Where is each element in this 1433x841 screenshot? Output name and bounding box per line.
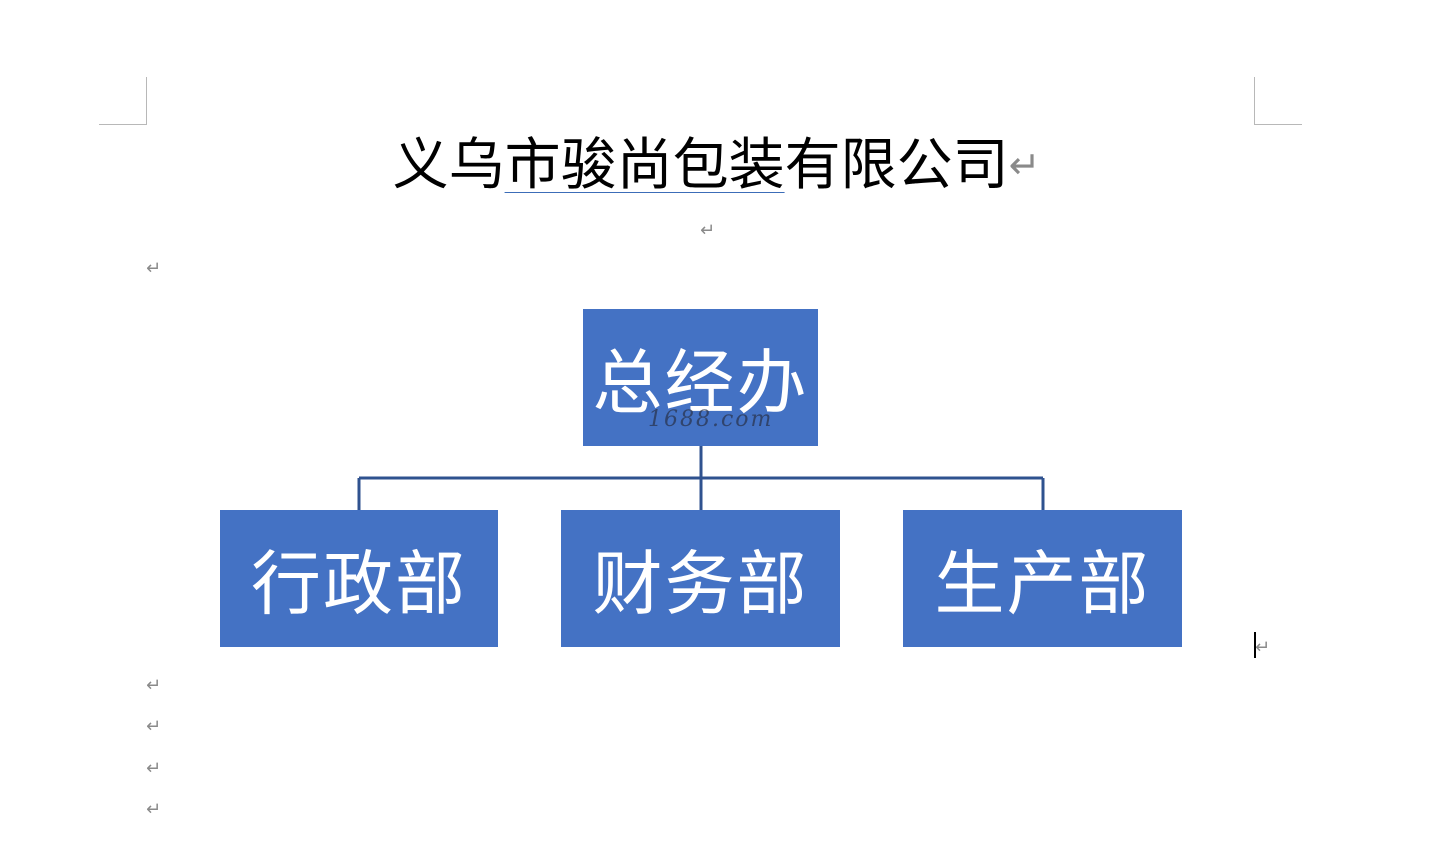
watermark-text: 1688.com [648, 407, 774, 432]
paragraph-mark-icon: ↵ [146, 758, 162, 779]
paragraph-mark-icon: ↵ [146, 258, 162, 279]
document-title[interactable]: 义乌市骏尚包装有限公司↵ [0, 127, 1433, 204]
paragraph-mark-icon: ↵ [146, 799, 162, 820]
margin-corner-top-right [1254, 77, 1302, 125]
paragraph-mark-icon: ↵ [146, 675, 162, 696]
paragraph-mark-icon: ↵ [146, 716, 162, 737]
org-node-label: 总经办 [592, 342, 809, 424]
org-node-child-1[interactable]: 行政部 [220, 510, 498, 647]
title-text-underlined: 市骏尚包装 [504, 133, 785, 198]
paragraph-mark-icon: ↵ [1255, 637, 1271, 658]
title-text-before: 义乌 [392, 133, 505, 198]
paragraph-mark-icon: ↵ [1008, 143, 1041, 187]
org-node-label: 行政部 [251, 543, 467, 625]
org-node-root[interactable]: 总经办 [583, 309, 818, 446]
text-cursor [1254, 632, 1256, 658]
org-node-label: 财务部 [592, 543, 809, 625]
org-node-label: 生产部 [934, 543, 1151, 625]
paragraph-mark-icon: ↵ [700, 220, 716, 241]
margin-corner-top-left [99, 77, 147, 125]
title-text-after: 有限公司 [784, 133, 1009, 198]
org-node-child-3[interactable]: 生产部 [903, 510, 1182, 647]
org-node-child-2[interactable]: 财务部 [561, 510, 840, 647]
